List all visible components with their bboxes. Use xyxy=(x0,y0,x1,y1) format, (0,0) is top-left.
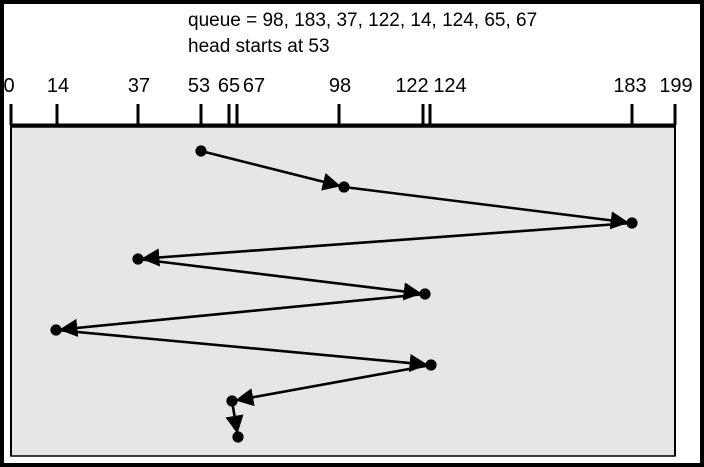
caption-line-head-start: head starts at 53 xyxy=(188,36,330,57)
axis-tick-label-53: 53 xyxy=(187,75,211,97)
caption-line-queue: queue = 98, 183, 37, 122, 14, 124, 65, 6… xyxy=(188,10,538,31)
figure-caption: queue = 98, 183, 37, 122, 14, 124, 65, 6… xyxy=(188,8,688,60)
axis-tick-label-0: 0 xyxy=(3,75,15,97)
axis-tick-label-124: 124 xyxy=(433,75,467,97)
axis-tick-label-67: 67 xyxy=(242,75,266,97)
axis-tick-label-14: 14 xyxy=(46,75,70,97)
axis-tick-label-183: 183 xyxy=(613,75,647,97)
axis-tick-label-37: 37 xyxy=(127,75,151,97)
axis-tick-label-65: 65 xyxy=(217,75,241,97)
figure-inner-border xyxy=(4,4,700,463)
axis-tick-label-122: 122 xyxy=(395,75,429,97)
axis-tick-label-98: 98 xyxy=(328,75,352,97)
axis-tick-label-199: 199 xyxy=(659,75,693,97)
